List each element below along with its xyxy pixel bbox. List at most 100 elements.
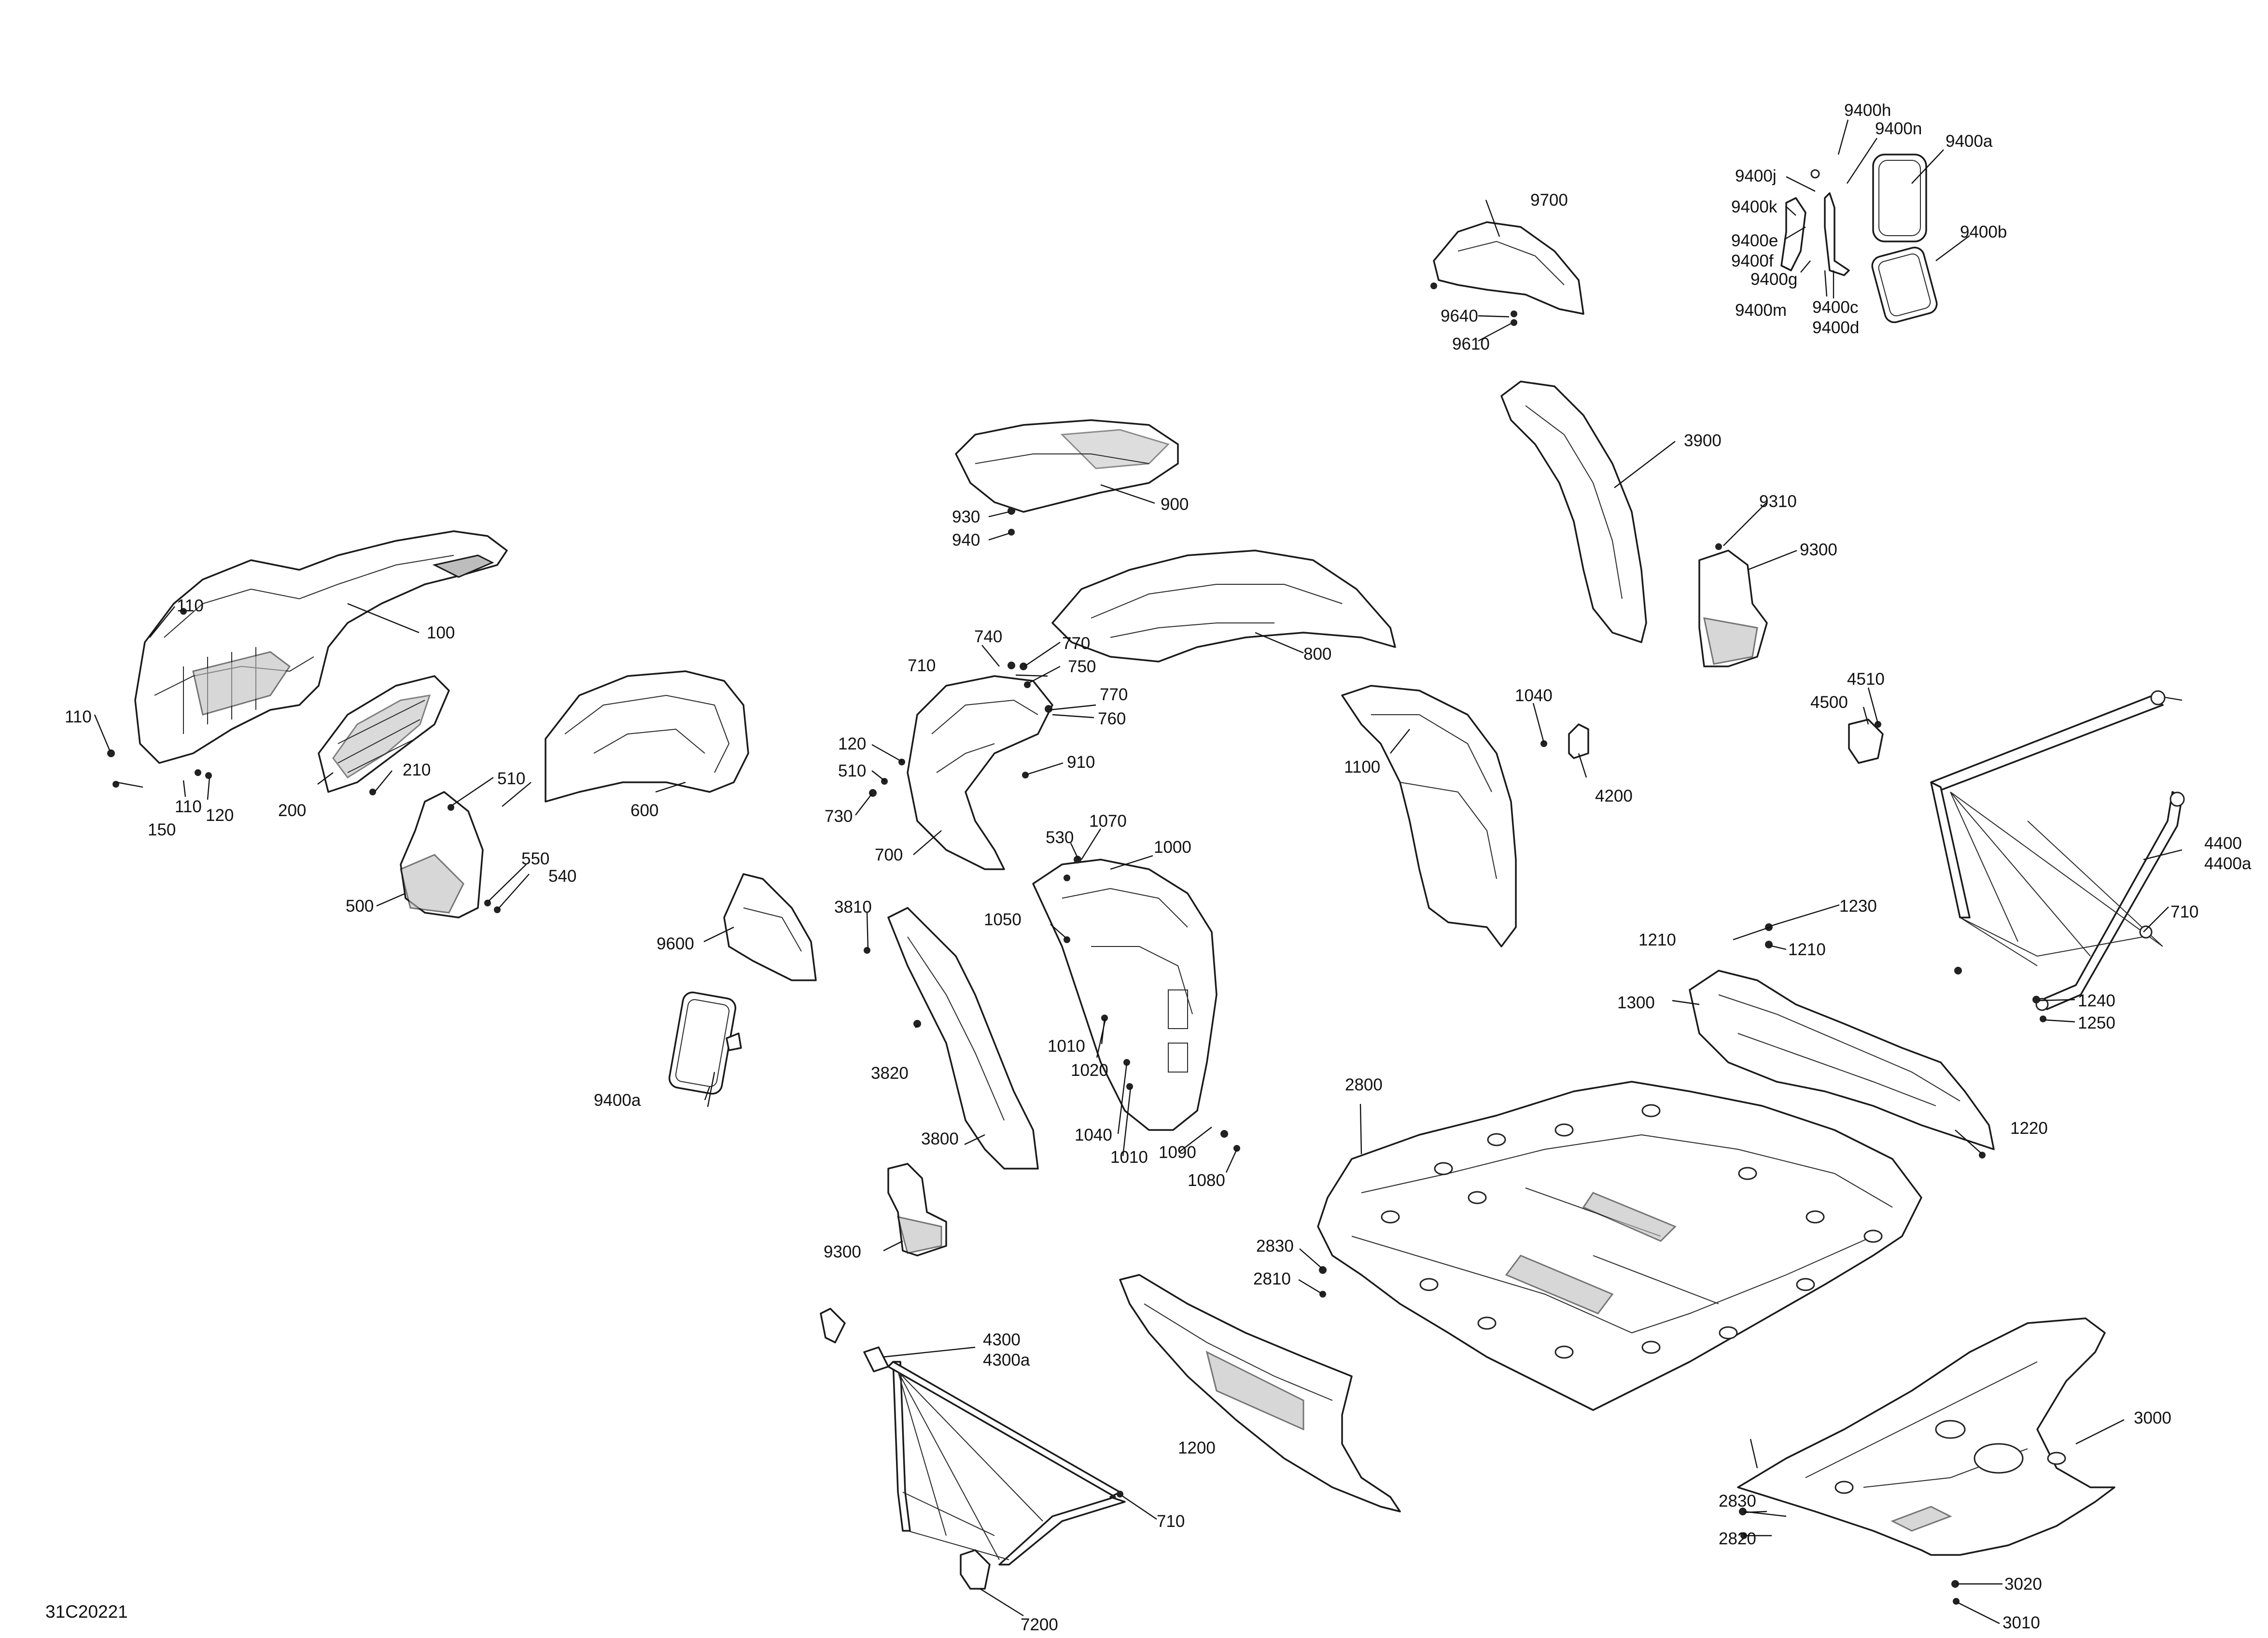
- part-2800-floor: [1317, 1081, 1922, 1411]
- callout-2810: 2810: [1253, 1270, 1291, 1288]
- callout-2830-b: 2830: [1719, 1492, 1756, 1511]
- callout-1210-a: 1210: [1638, 931, 1676, 949]
- part-9400a-right-mirror: [1872, 154, 1927, 242]
- callout-730: 730: [825, 807, 853, 826]
- callout-1040-a: 1040: [1515, 686, 1553, 705]
- callout-540: 540: [548, 867, 576, 886]
- hardware-fasteners: [107, 282, 2046, 1605]
- part-100-dashboard: [134, 530, 508, 764]
- callout-110-c: 110: [175, 797, 202, 816]
- part-200-grille: [318, 675, 450, 793]
- part-500-bracket: [400, 791, 484, 918]
- callout-9400c: 9400c: [1812, 298, 1858, 317]
- callout-9400a-top: 9400a: [1946, 132, 1993, 151]
- callout-4510: 4510: [1847, 670, 1885, 689]
- leader-lines: [94, 119, 2183, 1624]
- part-9600: [723, 873, 817, 981]
- callout-940: 940: [952, 531, 980, 550]
- part-600-support: [545, 670, 749, 803]
- callout-4400a: 4400a: [2204, 854, 2252, 873]
- callout-510-b: 510: [838, 762, 866, 780]
- callout-9400g: 9400g: [1750, 270, 1797, 289]
- callout-9300-left: 9300: [824, 1243, 861, 1261]
- part-700-center-console: [907, 675, 1053, 870]
- part-800-console-top: [1051, 550, 1396, 663]
- callout-1100: 1100: [1344, 758, 1380, 777]
- callout-1240: 1240: [2078, 991, 2115, 1010]
- callout-1000: 1000: [1154, 838, 1191, 857]
- callout-1080: 1080: [1188, 1171, 1225, 1190]
- callout-9400f: 9400f: [1731, 252, 1774, 270]
- part-1100-rear-panel: [1341, 685, 1517, 947]
- part-900-upper-cover: [955, 419, 1179, 513]
- part-3800-left-pillar: [887, 907, 1039, 1170]
- callout-9300-right: 9300: [1800, 540, 1837, 559]
- callout-1230: 1230: [1839, 897, 1877, 916]
- part-4200: [1568, 723, 1589, 759]
- callout-3020: 3020: [2004, 1575, 2042, 1594]
- callout-9310: 9310: [1759, 492, 1797, 511]
- callout-700: 700: [875, 846, 903, 864]
- callout-770-b: 770: [1100, 685, 1128, 704]
- diagram-code: 31C20221: [45, 1602, 128, 1622]
- callout-1250: 1250: [2078, 1014, 2115, 1032]
- callout-7200: 7200: [1021, 1615, 1058, 1634]
- callout-710-b: 710: [2170, 903, 2198, 921]
- callout-1010-b: 1010: [1110, 1148, 1148, 1167]
- callout-1050: 1050: [984, 910, 1022, 929]
- part-3900-right-pillar: [1500, 381, 1647, 643]
- callout-210: 210: [403, 761, 431, 779]
- callout-530: 530: [1046, 828, 1074, 847]
- callout-150: 150: [148, 820, 176, 839]
- callout-120-a: 120: [206, 806, 234, 825]
- part-4500: [1848, 719, 1884, 764]
- callout-1210-b: 1210: [1788, 940, 1826, 959]
- callout-3820: 3820: [871, 1064, 909, 1083]
- callout-9640: 9640: [1441, 307, 1478, 325]
- callout-800: 800: [1303, 645, 1331, 664]
- callout-1070: 1070: [1089, 812, 1127, 831]
- callout-760: 760: [1098, 709, 1126, 728]
- callout-4500: 4500: [1810, 693, 1848, 712]
- callout-550: 550: [521, 849, 549, 868]
- callout-1040-b: 1040: [1075, 1126, 1112, 1144]
- callout-1020: 1020: [1071, 1061, 1108, 1080]
- callout-1220: 1220: [2010, 1119, 2048, 1138]
- callout-120-b: 120: [838, 734, 866, 753]
- callout-1200: 1200: [1178, 1439, 1216, 1457]
- callout-4300a: 4300a: [983, 1351, 1030, 1370]
- part-1300-rear-panel: [1689, 970, 1995, 1150]
- callout-9400d: 9400d: [1812, 318, 1859, 337]
- callout-9400m: 9400m: [1735, 301, 1787, 320]
- part-9300-left: [887, 1163, 947, 1257]
- callout-910: 910: [1067, 753, 1095, 772]
- callout-9400b: 9400b: [1960, 223, 2007, 241]
- part-9400a-left-mirror: [668, 991, 742, 1095]
- callout-4200: 4200: [1595, 787, 1633, 805]
- part-9400b-mirror-glass: [1871, 246, 1938, 324]
- callout-3000: 3000: [2134, 1409, 2171, 1427]
- callout-9400j: 9400j: [1735, 167, 1777, 185]
- callout-2800: 2800: [1345, 1075, 1383, 1094]
- callout-710-a: 710: [908, 656, 936, 675]
- callout-9700: 9700: [1530, 191, 1568, 210]
- callout-9400k: 9400k: [1731, 198, 1778, 216]
- callout-labels: 9400h 9400n 9400a 9400j 9400k 9400e 9400…: [65, 101, 2252, 1634]
- callout-900: 900: [1161, 495, 1189, 514]
- callout-9600: 9600: [657, 934, 694, 953]
- callout-3010: 3010: [2002, 1613, 2040, 1632]
- part-shapes: [107, 154, 2185, 1605]
- callout-9400a-left: 9400a: [594, 1091, 641, 1110]
- callout-2820: 2820: [1719, 1529, 1756, 1548]
- callout-4300: 4300: [983, 1330, 1021, 1349]
- callout-1300: 1300: [1617, 993, 1655, 1012]
- callout-740: 740: [974, 627, 1002, 646]
- callout-110-b: 110: [65, 707, 92, 726]
- part-3000-rear-skid: [1737, 1317, 2115, 1556]
- callout-750: 750: [1068, 657, 1096, 676]
- part-9400-hardware: [1780, 169, 1850, 276]
- callout-770-a: 770: [1062, 634, 1090, 653]
- callout-2830-a: 2830: [1256, 1237, 1294, 1256]
- part-4300-net-frame: [820, 1308, 1126, 1590]
